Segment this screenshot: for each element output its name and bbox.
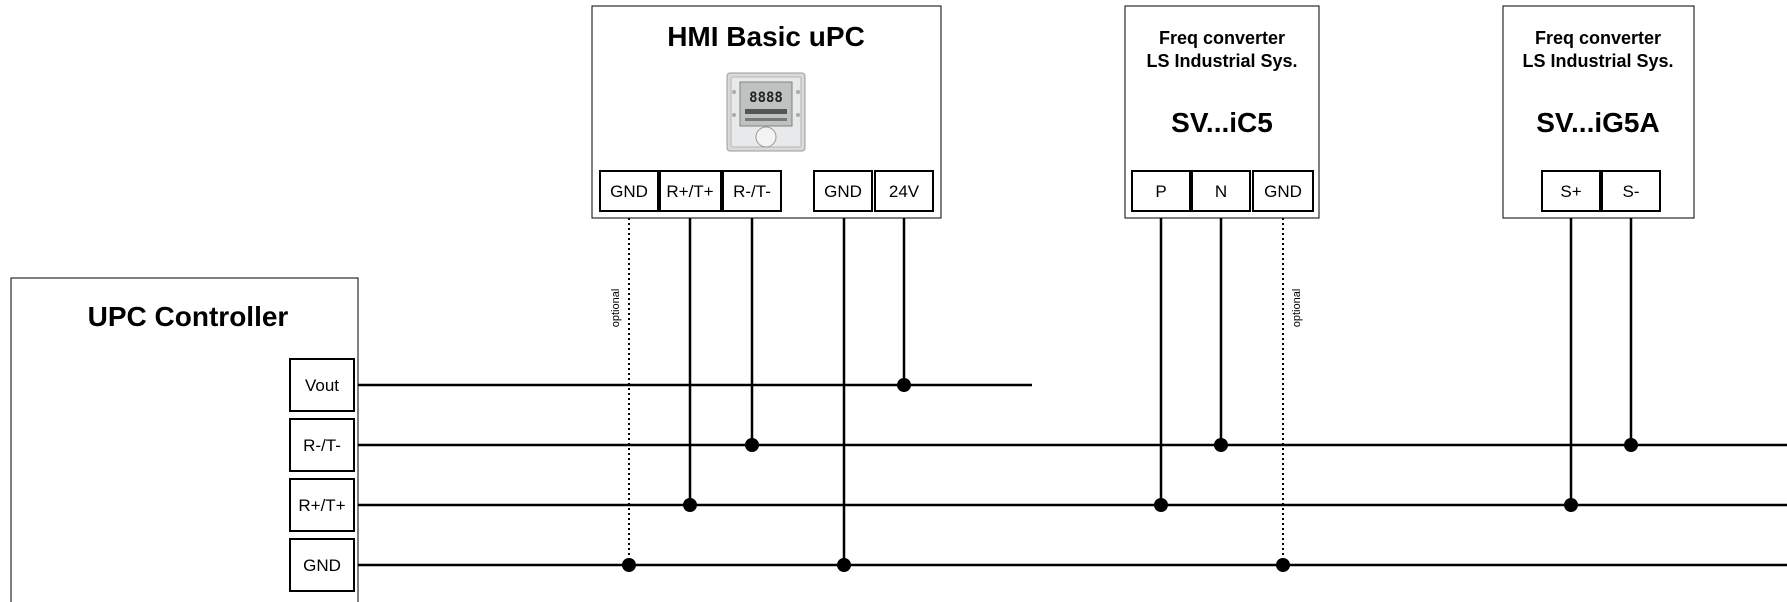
freq1-terminal-n-label: N [1215,182,1227,201]
freq2-model: SV...iG5A [1536,107,1659,138]
hmi-terminal-gnd-label: GND [610,182,648,201]
junction-24v-vout [897,378,911,392]
freq1-line1: Freq converter [1159,28,1285,48]
junction-hmi-gnd-optional [622,558,636,572]
freq1-line2: LS Industrial Sys. [1146,51,1297,71]
terminal-r-minus [289,418,355,472]
freq1-terminal-gnd-label: GND [1264,182,1302,201]
terminal-gnd-label: GND [303,556,341,575]
hmi-device-image: 8888 [726,72,806,152]
freq2-terminal-s-minus-label: S- [1623,182,1640,201]
freq2-line2: LS Industrial Sys. [1522,51,1673,71]
hmi-terminal-r-plus [659,170,722,212]
freq2-line1: Freq converter [1535,28,1661,48]
junction-freq1-n [1214,438,1228,452]
hmi-terminal-gnd [599,170,659,212]
freq1-terminal-p [1131,170,1191,212]
upc-controller-box: UPC Controller Vout R-/T- R+/T+ GND [10,277,359,602]
hmi-terminal-r-minus [722,170,782,212]
hmi-terminal-24v [874,170,934,212]
junction-freq1-p [1154,498,1168,512]
junction-freq2-s-minus [1624,438,1638,452]
hmi-terminal-r-plus-label: R+/T+ [666,182,713,201]
junction-freq1-gnd [1276,558,1290,572]
terminal-r-plus [289,478,355,532]
junction-freq2-s-plus [1564,498,1578,512]
freq1-terminal-p-label: P [1155,182,1166,201]
freq-converter-1-box: Freq converter LS Industrial Sys. SV...i… [1124,5,1320,219]
terminal-vout [289,358,355,412]
freq2-terminal-s-minus [1601,170,1661,212]
hmi-terminal-gnd-power [813,170,873,212]
terminal-vout-label: Vout [305,376,339,395]
hmi-display-digits: 8888 [749,90,783,106]
freq1-terminal-n [1191,170,1251,212]
hmi-title: HMI Basic uPC [667,21,865,52]
terminal-r-plus-label: R+/T+ [298,496,345,515]
optional-label-hmi: optional [610,289,622,328]
hmi-terminal-24v-label: 24V [889,182,920,201]
hmi-terminal-r-minus-label: R-/T- [733,182,771,201]
hmi-box: HMI Basic uPC 8888 GND R+/T+ R-/T- GND 2… [591,5,942,219]
hmi-terminal-gnd-power-label: GND [824,182,862,201]
junction-hmi-r-minus [745,438,759,452]
terminal-r-minus-label: R-/T- [303,436,341,455]
upc-controller-title: UPC Controller [88,301,289,332]
optional-label-freq1: optional [1291,289,1303,328]
freq2-terminal-s-plus [1541,170,1601,212]
junction-hmi-r-plus [683,498,697,512]
junction-hmi-gnd [837,558,851,572]
terminal-gnd [289,538,355,592]
freq-converter-2-box: Freq converter LS Industrial Sys. SV...i… [1502,5,1695,219]
freq2-terminal-s-plus-label: S+ [1560,182,1581,201]
freq1-model: SV...iC5 [1171,107,1273,138]
freq1-terminal-gnd [1252,170,1314,212]
